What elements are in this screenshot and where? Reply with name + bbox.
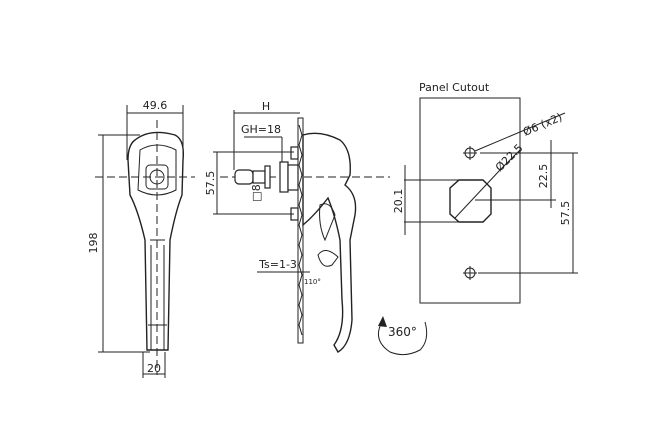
hole-diameter-dim: Ø6 (x2): [521, 111, 564, 139]
rotation-dim: 360°: [388, 325, 417, 339]
side-view: H GH=18 57.5 □8 Ts=1-3 110° 360°: [204, 100, 428, 356]
side-h-dim: H: [262, 100, 270, 113]
offset-dim: 22.5: [537, 164, 550, 189]
side-square-dim: □8: [250, 184, 263, 201]
panel-cutout: Panel Cutout Ø22.5 Ø6 (x2) 20.1 22.5 57.…: [392, 81, 578, 304]
panel-cutout-title: Panel Cutout: [419, 81, 490, 94]
mount-hole-bottom: [463, 266, 477, 280]
side-gh-dim: GH=18: [241, 123, 281, 136]
square-cutout: [449, 179, 492, 223]
front-width-dim: 49.6: [143, 99, 168, 112]
flat-width-dim: 20.1: [392, 189, 405, 214]
cutout-diameter-dim: Ø22.5: [493, 141, 526, 174]
side-bolt-spacing-dim: 57.5: [204, 171, 217, 196]
front-height-dim: 198: [87, 233, 100, 254]
front-stem-dim: 20: [147, 362, 161, 375]
mount-hole-top: [463, 146, 477, 160]
panel-thickness-dim: Ts=1-3: [258, 258, 297, 271]
front-view: 49.6 198 20: [87, 99, 195, 378]
hole-spacing-dim: 57.5: [559, 201, 572, 226]
angle-dim: 110°: [304, 278, 321, 286]
rotation-arrow: [377, 321, 428, 356]
